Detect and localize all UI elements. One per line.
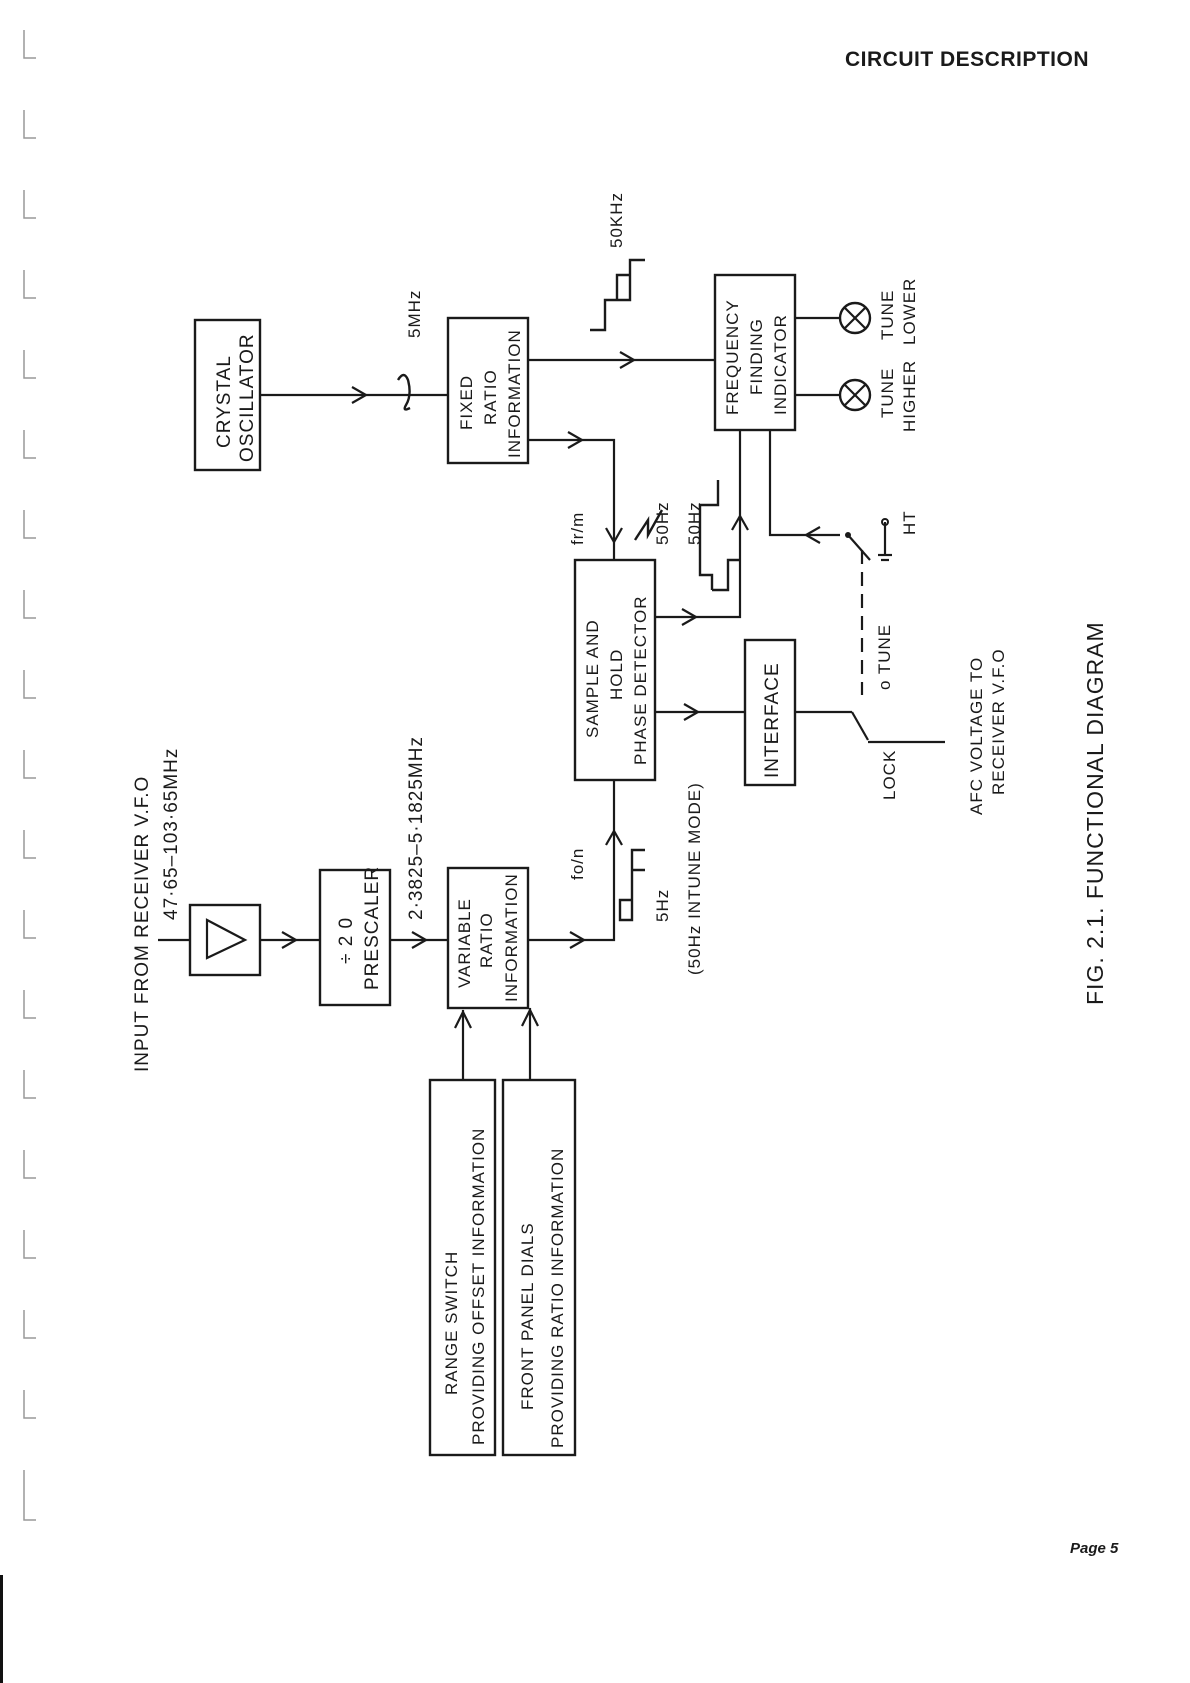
50hz-label-a: 50Hz [653,501,672,545]
variable-out-arrow [569,931,587,949]
variable-ratio-block [446,866,530,1010]
frequency-finding-block [713,273,797,432]
ffi-50hz-arrow [731,513,749,531]
interface-block [743,638,797,787]
variable-ratio-line2: RATIO [477,912,496,968]
page-edge-rule [0,1575,3,1683]
front-panel-arrow [521,1007,539,1027]
ht-wire [768,430,840,537]
tune-higher-line1: TUNE [878,368,897,418]
lamp-lower-cross-b [844,307,866,329]
range-switch-block [428,1078,497,1457]
range-switch-line2: PROVIDING OFFSET INFORMATION [469,1128,488,1445]
page-header: CIRCUIT DESCRIPTION [845,48,1090,71]
sample-hold-line2: HOLD [607,649,626,700]
binding-marks [23,30,36,1521]
crystal-line2: OSCILLATOR [237,333,258,462]
prescaler-output-frequency: 2·3825–5·1825MHz [406,736,427,920]
fixed-out-arrow [567,431,585,449]
ht-label: HT [900,510,919,535]
sample-to-ffi-arrow [681,608,699,626]
fixed-ratio-line2: RATIO [481,369,500,425]
ffi-line2: FINDING [747,318,766,395]
amplifier-icon [205,918,248,960]
lock-label: LOCK [880,750,899,800]
amp-to-prescaler-arrow [281,931,299,949]
intune-note: (50Hz INTUNE MODE) [685,782,704,975]
fr-m-arrow [605,527,623,545]
5mhz-label: 5MHz [405,290,424,338]
afc-line1: AFC VOLTAGE TO [967,657,986,815]
front-panel-line2: PROVIDING RATIO INFORMATION [548,1148,567,1448]
5mhz-sine-icon [396,373,411,411]
ht-switch-blade [847,534,871,561]
50khz-pulse-icon [590,258,645,332]
range-switch-arrow [454,1009,472,1029]
front-panel-line1: FRONT PANEL DIALS [518,1222,537,1410]
tune-higher-line2: HIGHER [900,360,919,432]
input-frequency: 47·65–103·65MHz [161,748,182,920]
ffi-line1: FREQUENCY [723,299,742,415]
5hz-pulse-icon [618,848,645,922]
ffi-line3: INDICATOR [771,314,790,415]
input-label: INPUT FROM RECEIVER V.F.O [132,776,153,1072]
fixed-ratio-line1: FIXED [457,375,476,430]
figure-caption: FIG. 2.1. FUNCTIONAL DIAGRAM [1082,621,1108,1005]
sample-hold-line1: SAMPLE AND [583,619,602,738]
fixed-to-sample-wire [528,438,616,560]
interface-label: INTERFACE [762,662,783,778]
lock-tune-blade [851,711,869,741]
sample-hold-line3: PHASE DETECTOR [631,595,650,765]
5hz-label: 5Hz [653,889,672,922]
front-panel-block [501,1078,577,1457]
sample-hold-block [573,558,657,782]
variable-ratio-line3: INFORMATION [502,873,521,1002]
crystal-to-fixed-arrow [351,386,369,404]
tune-lower-line1: TUNE [878,290,897,340]
variable-ratio-line1: VARIABLE [455,898,474,988]
tune-label: o TUNE [875,624,894,690]
prescaler-label: PRESCALER [362,866,383,990]
fr-m-label: fr/m [568,512,587,545]
sample-to-interface-arrow [683,703,701,721]
50khz-label: 50KHz [607,192,626,248]
50hz-label-b: 50Hz [685,501,704,545]
fixed-ratio-line3: INFORMATION [505,329,524,458]
fo-n-label: fo/n [568,848,587,880]
afc-line2: RECEIVER V.F.O [989,648,1008,795]
range-switch-line1: RANGE SWITCH [442,1251,461,1395]
prescaler-divide: ÷ 2 0 [336,917,357,964]
sample-to-ffi-wire [655,430,742,619]
tune-lower-line2: LOWER [900,278,919,345]
ht-arrow [803,526,821,544]
fixed-to-ffi-arrow [619,351,637,369]
fo-n-arrow [605,828,623,846]
lamp-higher-cross-b [844,384,866,406]
50hz-sawtooth-icon [633,509,664,541]
fixed-ratio-block [446,316,530,465]
crystal-line1: CRYSTAL [214,355,235,448]
page-number: Page 5 [1070,1540,1119,1557]
variable-to-sample-wire [528,780,616,942]
prescaler-block [318,868,392,1007]
50hz-pulse-icon [698,480,740,592]
prescaler-to-variable-arrow [411,931,429,949]
